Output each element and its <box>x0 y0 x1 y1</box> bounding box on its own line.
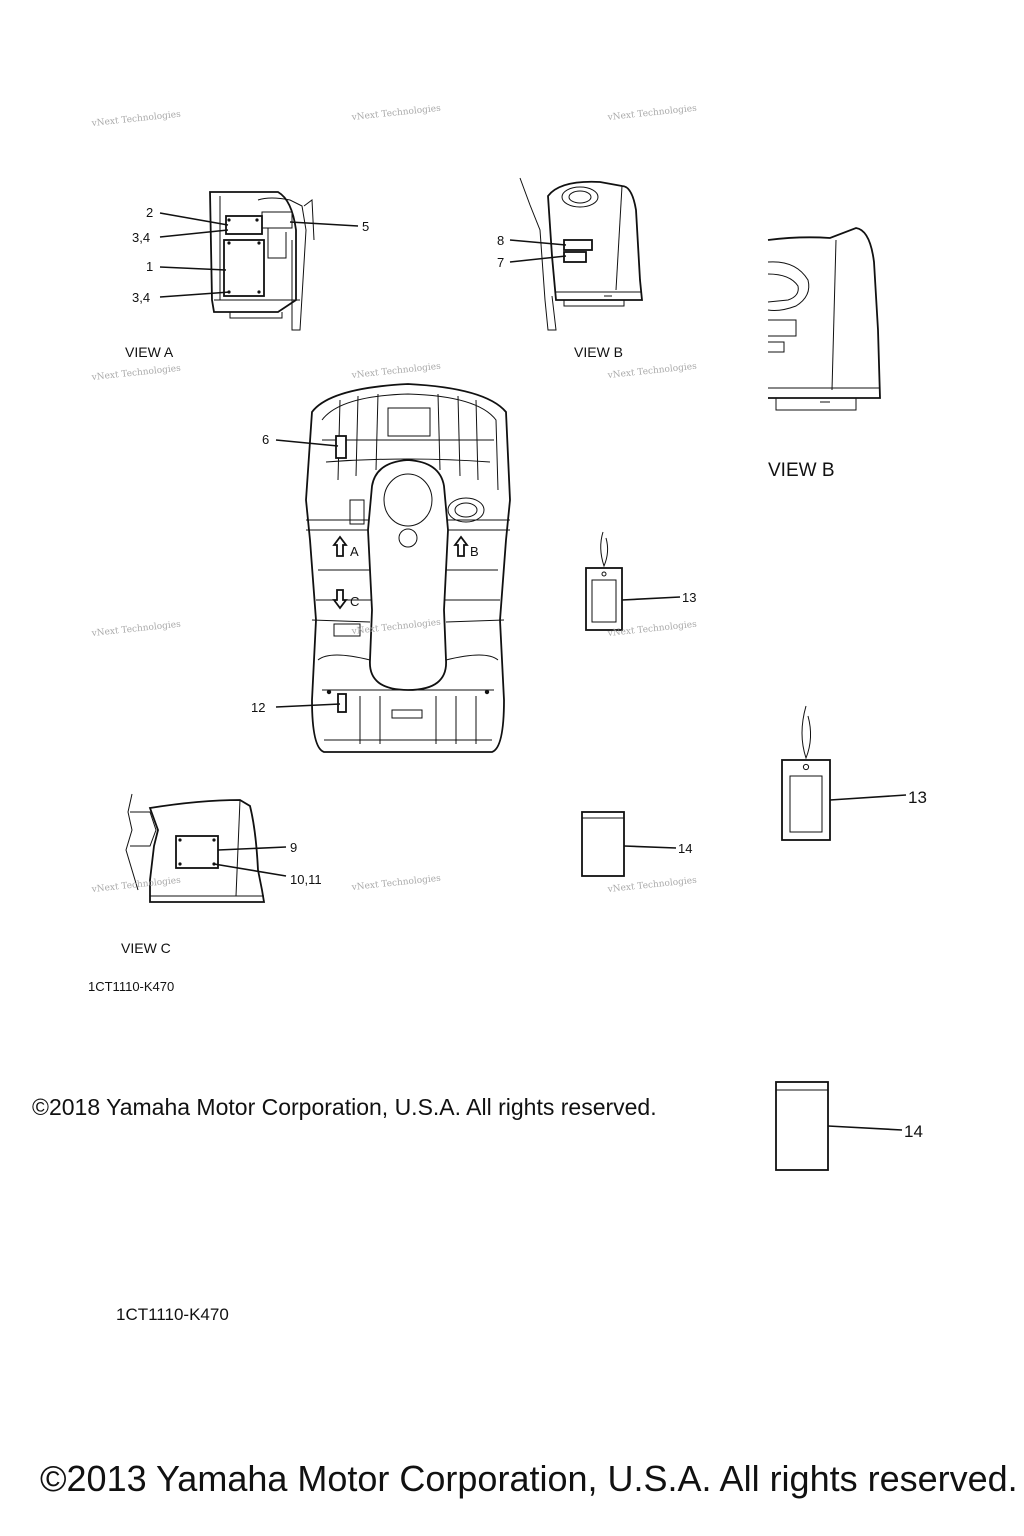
atv-top-view <box>305 383 511 753</box>
callout-5: 5 <box>362 219 369 234</box>
view-b-large-drawing <box>767 227 881 411</box>
view-c-label: VIEW C <box>121 940 171 956</box>
view-a-label: VIEW A <box>125 344 174 360</box>
watermark: vNext Technologies <box>350 874 441 893</box>
leader-2 <box>159 212 229 226</box>
watermark: vNext Technologies <box>90 110 181 129</box>
callout-10-11: 10,11 <box>290 872 322 887</box>
callout-13-large: 13 <box>908 788 927 807</box>
watermark: vNext Technologies <box>606 876 697 895</box>
callout-2: 2 <box>146 205 153 220</box>
pouch-14-large <box>775 1081 829 1171</box>
copyright-notice-large: ©2013 Yamaha Motor Corporation, U.S.A. A… <box>40 1458 1018 1499</box>
leader-13-large <box>829 794 907 801</box>
hang-tag-13 <box>585 531 623 631</box>
arrow-label-b: B <box>470 544 479 559</box>
watermark: vNext Technologies <box>90 620 181 639</box>
view-a-drawing <box>209 191 315 331</box>
leader-1 <box>159 266 227 271</box>
arrow-label-a: A <box>350 544 359 559</box>
callout-7: 7 <box>497 255 504 270</box>
callout-14-large: 14 <box>904 1122 923 1141</box>
watermark: vNext Technologies <box>350 362 441 381</box>
pouch-14 <box>581 811 625 877</box>
leader-3-4-top <box>159 229 229 238</box>
leader-5 <box>289 221 359 227</box>
leader-14-large <box>827 1125 903 1131</box>
arrow-label-c: C <box>350 594 359 609</box>
leader-7 <box>509 255 567 263</box>
copyright-notice: ©2018 Yamaha Motor Corporation, U.S.A. A… <box>32 1094 657 1120</box>
watermark: vNext Technologies <box>606 362 697 381</box>
callout-8: 8 <box>497 233 504 248</box>
view-b-drawing <box>519 177 643 331</box>
callout-1: 1 <box>146 259 153 274</box>
view-b-label: VIEW B <box>574 344 623 360</box>
callout-14: 14 <box>678 841 692 856</box>
leader-13 <box>621 596 681 601</box>
part-code: 1CT1110-K470 <box>88 979 175 994</box>
watermark: vNext Technologies <box>350 104 441 123</box>
callout-3-4-top: 3,4 <box>132 230 150 245</box>
hang-tag-13-large <box>781 705 831 841</box>
view-c-drawing <box>125 793 266 903</box>
callout-12: 12 <box>251 700 265 715</box>
leader-8 <box>509 239 567 246</box>
view-b-large-label: VIEW B <box>768 460 835 481</box>
leader-14 <box>623 845 677 849</box>
callout-13: 13 <box>682 590 696 605</box>
watermark: vNext Technologies <box>90 364 181 383</box>
leader-3-4-bottom <box>159 291 231 298</box>
leader-12 <box>275 703 341 708</box>
leader-6 <box>275 439 339 447</box>
leader-10-11 <box>213 863 287 877</box>
part-code-large: 1CT1110-K470 <box>116 1305 229 1324</box>
leader-9 <box>217 846 287 851</box>
callout-9: 9 <box>290 840 297 855</box>
callout-6: 6 <box>262 432 269 447</box>
watermark: vNext Technologies <box>606 104 697 123</box>
callout-3-4-bottom: 3,4 <box>132 290 150 305</box>
